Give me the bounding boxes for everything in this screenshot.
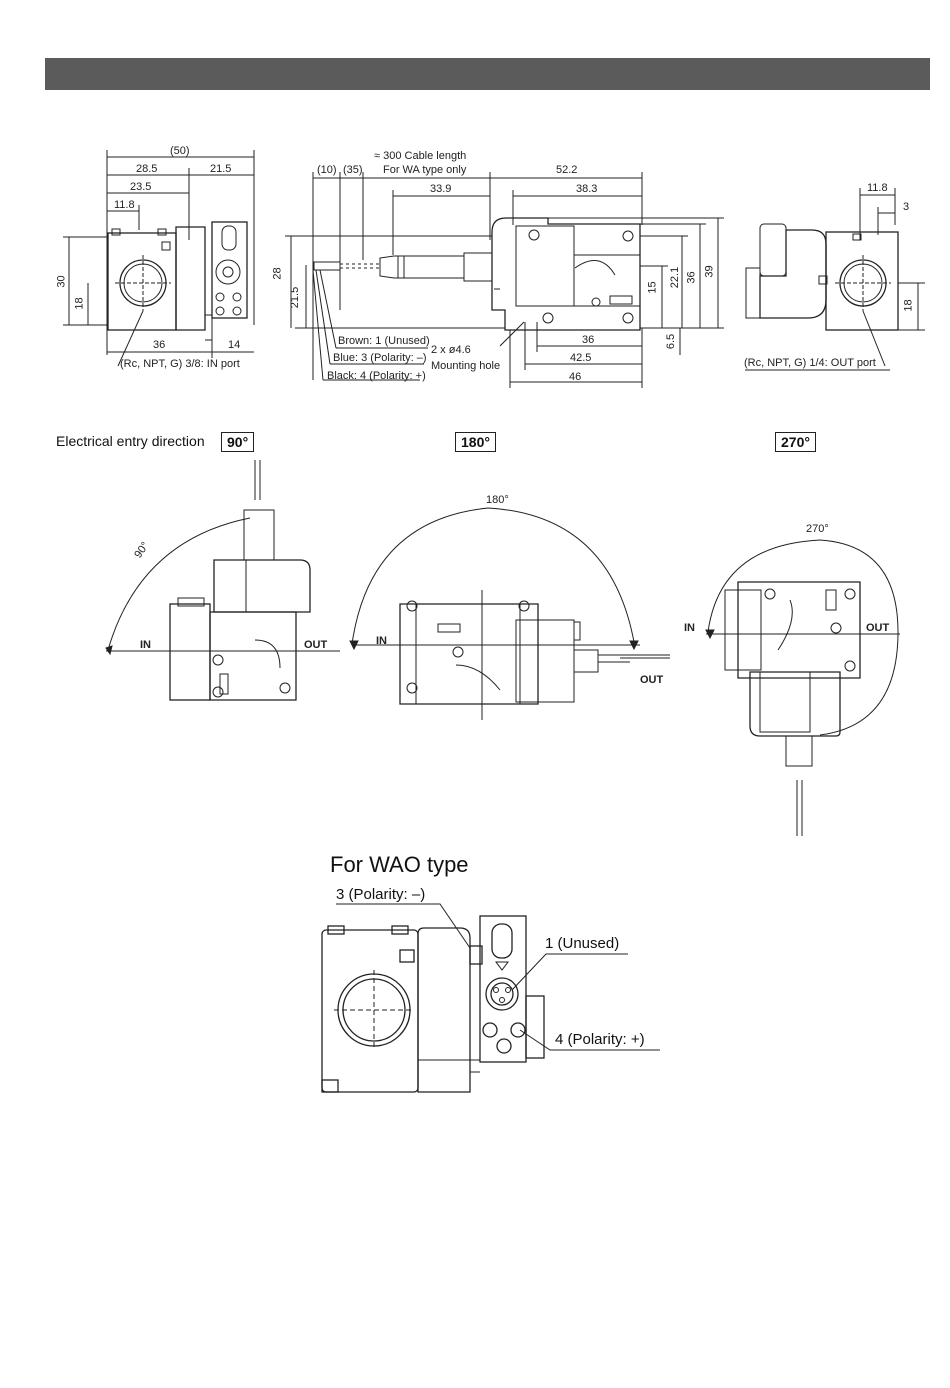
dim-width-52-2: 52.2 (556, 164, 578, 176)
entry-direction-label: Electrical entry direction (56, 433, 205, 449)
dim-width-33-9: 33.9 (430, 183, 452, 195)
angle-270-label: 270° (806, 523, 829, 535)
dim-rear-3: 3 (903, 201, 910, 213)
dim-overall-width: (50) (170, 145, 190, 157)
dim-width-14: 14 (228, 339, 241, 351)
dim-height-21-5: 21.5 (289, 286, 302, 309)
wa-type-note: For WA type only (383, 164, 467, 176)
dim-height-18: 18 (73, 297, 86, 310)
rear-view-out-port (745, 188, 925, 371)
dim-width-21-5: 21.5 (210, 163, 232, 175)
dim-height-6-5: 6.5 (665, 333, 678, 350)
out-label-270: OUT (866, 622, 890, 634)
dim-height-39: 39 (703, 265, 716, 278)
front-view-in-port (63, 150, 255, 367)
dim-height-22-1: 22.1 (669, 266, 682, 289)
wao-type-title: For WAO type (330, 852, 469, 877)
dim-height-36: 36 (685, 271, 698, 284)
entry-270-badge: 270° (775, 432, 816, 452)
entry-180-badge: 180° (455, 432, 496, 452)
dim-height-30: 30 (55, 275, 68, 288)
out-label-180: OUT (640, 674, 664, 686)
entry-90-badge: 90° (221, 432, 255, 452)
wao-type-drawing (321, 903, 660, 1093)
mounting-hole-size: 2 x ø4.6 (431, 344, 471, 356)
dim-height-28: 28 (271, 267, 284, 280)
dim-cable-35: (35) (343, 164, 363, 176)
entry-90-drawing (105, 460, 340, 701)
mounting-hole-label: Mounting hole (431, 360, 501, 372)
angle-180-label: 180° (486, 494, 509, 506)
in-label-180: IN (376, 635, 387, 647)
wire-black: Black: 4 (Polarity: +) (327, 370, 426, 382)
in-label-90: IN (140, 639, 151, 651)
dim-rear-11-8: 11.8 (867, 182, 888, 194)
section-header-bar (45, 58, 930, 90)
wao-pin-1-label: 1 (Unused) (545, 935, 620, 952)
wire-brown: Brown: 1 (Unused) (338, 335, 430, 347)
dim-bottom-42-5: 42.5 (570, 352, 592, 364)
wire-blue: Blue: 3 (Polarity: –) (333, 352, 427, 364)
entry-180-drawing (349, 507, 670, 720)
entry-270-drawing (705, 539, 900, 836)
dim-width-28-5: 28.5 (136, 163, 158, 175)
dim-height-15: 15 (646, 281, 659, 294)
side-view-cable (285, 172, 724, 388)
dim-width-23-5: 23.5 (130, 181, 152, 193)
dim-bottom-36: 36 (582, 334, 595, 346)
out-label-90: OUT (304, 639, 328, 651)
dim-width-36: 36 (153, 339, 166, 351)
out-port-label: (Rc, NPT, G) 1/4: OUT port (744, 357, 876, 369)
dim-rear-18: 18 (902, 299, 915, 312)
dim-width-11-8: 11.8 (114, 199, 135, 211)
wao-pin-3-label: 3 (Polarity: –) (336, 886, 426, 903)
wao-pin-4-label: 4 (Polarity: +) (555, 1031, 645, 1048)
in-label-270: IN (684, 622, 695, 634)
cable-length-label: ≈ 300 Cable length (374, 150, 467, 162)
dim-width-38-3: 38.3 (576, 183, 598, 195)
dim-cable-10: (10) (317, 164, 337, 176)
dim-bottom-46: 46 (569, 371, 582, 383)
in-port-label: (Rc, NPT, G) 3/8: IN port (120, 358, 240, 370)
